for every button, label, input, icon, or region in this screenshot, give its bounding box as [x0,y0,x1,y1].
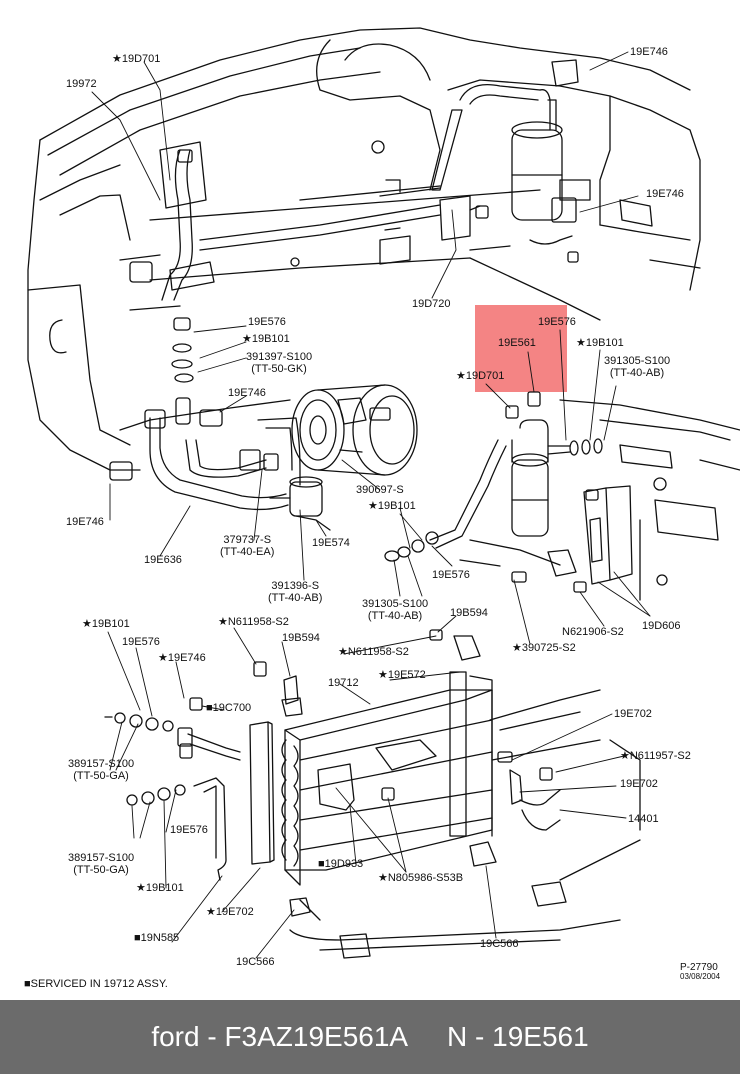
highlight-box [475,305,567,392]
label-n611958-s2-mid: ★N611958-S2 [338,646,409,658]
accumulator-upper [431,59,579,251]
figure-date: 03/08/2004 [680,972,721,981]
body-outline [27,27,740,601]
label-n805986-s53b: ★N805986-S53B [378,872,464,884]
label-19e746-top-right: 19E746 [630,46,668,58]
label-n621906-s2: N621906-S2 [562,626,624,638]
label-19d606: 19D606 [642,620,681,632]
label-19b101-lower-left: ★19B101 [82,618,130,630]
ac-system-exploded-diagram [27,27,740,959]
footer-part-code: N - 19E561 [447,1021,589,1052]
label-19e576-mid: 19E576 [432,569,470,581]
label-19e746-mid-left: 19E746 [228,387,266,399]
condenser [249,629,641,959]
refrigerant-lines-left [144,141,441,531]
label-19b101-left-upper: ★19B101 [242,333,290,345]
leader-lines [91,51,651,959]
label-19c566-left: 19C566 [236,956,275,968]
label-14401: 14401 [628,813,659,825]
label-390697-s: 390697-S [356,484,404,496]
label-19b594-right: 19B594 [450,607,488,619]
label-19e572: ★19E572 [378,669,426,681]
label-389157-s100-upper: 389157-S100(TT-50-GA) [68,758,135,782]
label-19d701-mid: ★19D701 [456,370,505,382]
label-19e746-far-left: 19E746 [66,516,104,528]
label-19e702-left: ★19E702 [206,906,254,918]
label-19d701-top: ★19D701 [112,53,161,65]
accumulator-lower [384,391,633,593]
label-379737-s: 379737-S(TT-40-EA) [220,534,275,558]
figure-number: P-27790 [680,962,718,973]
label-19e636: 19E636 [144,554,182,566]
label-19c700: ■19C700 [206,702,252,714]
label-19b101-bottom: ★19B101 [136,882,184,894]
label-391305-s100-mid: 391305-S100(TT-40-AB) [362,598,429,622]
label-19d933: ■19D933 [318,858,364,870]
compressor [291,384,418,476]
label-19d720: 19D720 [412,298,451,310]
footer-spacer [408,1021,447,1053]
label-19e702-right-lower: 19E702 [620,778,658,790]
label-19n585: ■19N585 [134,932,180,944]
label-19e576-lower: 19E576 [170,824,208,836]
label-19b594-left: 19B594 [282,632,320,644]
serviced-note: ■SERVICED IN 19712 ASSY. [24,978,168,990]
label-19712: 19712 [328,677,359,689]
label-19e561-highlight: 19E561 [498,337,536,349]
label-391397-s100: 391397-S100(TT-50-GK) [246,351,313,375]
label-19e576-highlight: 19E576 [538,316,576,328]
label-19e574: 19E574 [312,537,350,549]
label-390725-s2: ★390725-S2 [512,642,576,654]
fasteners [109,205,668,586]
label-19e702-right-upper: 19E702 [614,708,652,720]
label-19e746-lower: ★19E746 [158,652,206,664]
label-n611958-s2-left: ★N611958-S2 [218,616,289,628]
liquid-line-left [104,697,561,881]
label-n611957-s2: ★N611957-S2 [620,750,691,762]
label-19972: 19972 [66,78,97,90]
label-19b101-right-upper: ★19B101 [576,337,624,349]
footer-bar: ford - F3AZ19E561A N - 19E561 [0,1000,740,1074]
label-19e576-lower-left: 19E576 [122,636,160,648]
label-19e576-left-upper: 19E576 [248,316,286,328]
label-391305-s100-right: 391305-S100(TT-40-AB) [604,355,671,379]
footer-part-number: ford - F3AZ19E561A [151,1021,409,1052]
label-19c566-right: 19C566 [480,938,519,950]
label-19b101-mid: ★19B101 [368,500,416,512]
label-391396-s: 391396-S(TT-40-AB) [268,580,323,604]
label-19e746-right: 19E746 [646,188,684,200]
label-389157-s100-lower: 389157-S100(TT-50-GA) [68,852,135,876]
